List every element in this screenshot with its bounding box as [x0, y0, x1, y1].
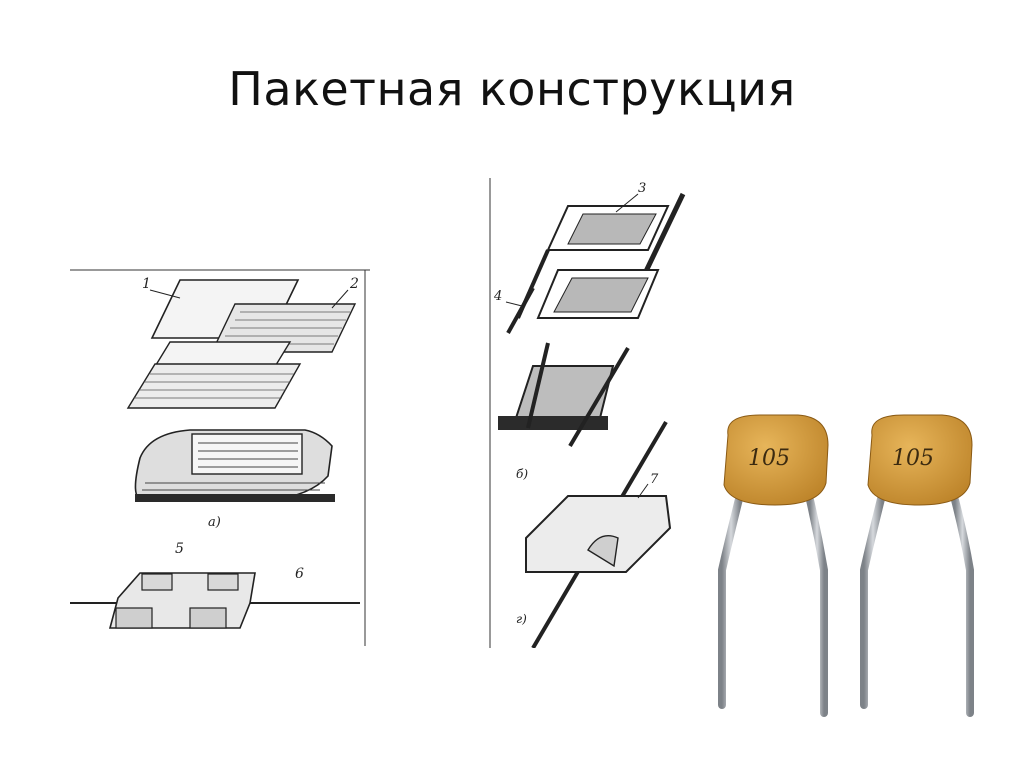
- page-title: Пакетная конструкция: [228, 62, 796, 116]
- capacitor-1: 105: [718, 414, 829, 717]
- callout-3: 3: [638, 181, 646, 196]
- caption-b: б): [516, 467, 528, 481]
- stacked-capacitor-drawing: а) 1 2 5 6: [70, 268, 370, 648]
- capacitor-marking-1: 105: [748, 446, 790, 471]
- capacitor-2: 105: [860, 414, 974, 717]
- capacitor-marking-2: 105: [892, 446, 934, 471]
- callout-6: 6: [295, 566, 304, 582]
- callout-1: 1: [142, 276, 151, 292]
- callout-5: 5: [175, 541, 184, 557]
- electrode-assembly-drawing: б) г) 3 4 7: [488, 178, 708, 650]
- caption-g: г): [516, 612, 527, 626]
- caption-a: а): [208, 515, 221, 530]
- callout-4: 4: [493, 289, 502, 304]
- ceramic-capacitors-photo: 105 105: [700, 405, 1000, 725]
- callout-2: 2: [349, 276, 359, 292]
- callout-7: 7: [650, 472, 659, 487]
